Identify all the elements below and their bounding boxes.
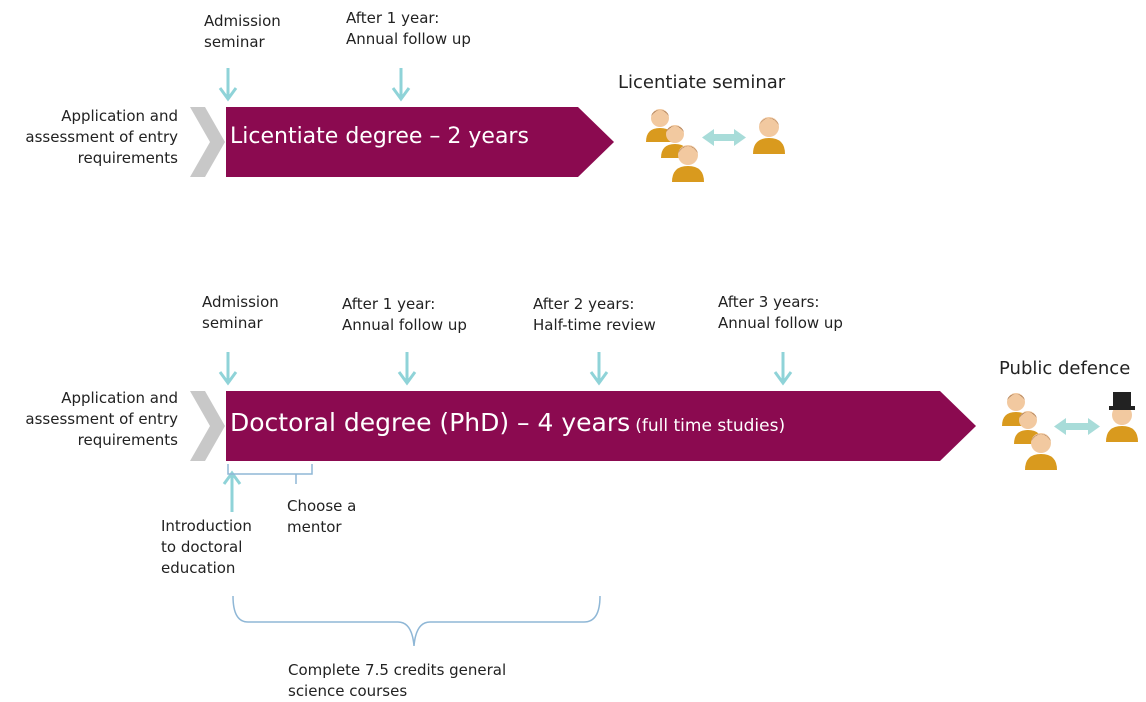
- licentiate-milestone-admission: Admission seminar: [204, 11, 281, 53]
- doctoral-admission-arrow: [218, 352, 238, 386]
- intro-label: Introduction to doctoral education: [161, 516, 252, 579]
- entry-line: assessment of entry: [25, 410, 178, 428]
- courses-bracket: [232, 595, 601, 647]
- doctoral-entry-label: Application and assessment of entry requ…: [0, 388, 178, 451]
- milestone-line: After 3 years:: [718, 293, 820, 311]
- courses-label: Complete 7.5 credits general science cou…: [288, 660, 506, 702]
- doctoral-bar-main: Doctoral degree (PhD) – 4 years: [230, 408, 631, 437]
- doctoral-milestone-admission: Admission seminar: [202, 292, 279, 334]
- doctoral-milestone-year1: After 1 year: Annual follow up: [342, 294, 467, 336]
- licentiate-entry-label: Application and assessment of entry requ…: [0, 106, 178, 169]
- entry-line: requirements: [77, 431, 178, 449]
- intro-line: Introduction: [161, 517, 252, 535]
- mentor-bracket: [227, 464, 313, 484]
- licentiate-entry-triangle: [190, 107, 225, 177]
- milestone-line: After 1 year:: [342, 295, 436, 313]
- mentor-line: Choose a: [287, 497, 357, 515]
- courses-line: Complete 7.5 credits general: [288, 661, 507, 679]
- doctoral-year3-arrow: [773, 352, 793, 386]
- intro-up-arrow: [222, 470, 242, 512]
- doctoral-milestone-year2: After 2 years: Half-time review: [533, 294, 656, 336]
- licentiate-seminar-icon: [646, 109, 785, 182]
- doctoral-degree-bar: [226, 391, 976, 461]
- intro-line: education: [161, 559, 236, 577]
- milestone-line: seminar: [202, 314, 263, 332]
- entry-line: Application and: [61, 107, 178, 125]
- milestone-line: Annual follow up: [718, 314, 843, 332]
- public-defence-double-arrow: [1054, 418, 1100, 435]
- milestone-line: Admission: [204, 12, 281, 30]
- milestone-line: seminar: [204, 33, 265, 51]
- intro-line: to doctoral: [161, 538, 243, 556]
- milestone-line: Half-time review: [533, 316, 656, 334]
- entry-line: requirements: [77, 149, 178, 167]
- licentiate-end-label: Licentiate seminar: [618, 72, 786, 93]
- licentiate-admission-arrow: [218, 68, 238, 102]
- doctoral-milestone-year3: After 3 years: Annual follow up: [718, 292, 843, 334]
- mentor-line: mentor: [287, 518, 342, 536]
- doctoral-year1-arrow: [397, 352, 417, 386]
- milestone-line: After 1 year:: [346, 9, 440, 27]
- doctoral-bar-subtitle: (full time studies): [635, 416, 786, 436]
- public-defence-icon: [1002, 392, 1138, 470]
- licentiate-degree-bar: [226, 107, 614, 177]
- courses-line: science courses: [288, 682, 408, 700]
- doctoral-entry-triangle: [190, 391, 225, 461]
- doctoral-year2-arrow: [589, 352, 609, 386]
- milestone-line: After 2 years:: [533, 295, 635, 313]
- licentiate-double-arrow: [702, 129, 746, 146]
- doctoral-end-label: Public defence: [999, 358, 1131, 379]
- licentiate-bar-title: Licentiate degree – 2 years: [230, 124, 529, 149]
- milestone-line: Annual follow up: [342, 316, 467, 334]
- mentor-label: Choose a mentor: [287, 496, 356, 538]
- entry-line: assessment of entry: [25, 128, 178, 146]
- doctoral-bar-title: Doctoral degree (PhD) – 4 years (full ti…: [230, 408, 785, 437]
- milestone-line: Annual follow up: [346, 30, 471, 48]
- milestone-line: Admission: [202, 293, 279, 311]
- licentiate-milestone-year1: After 1 year: Annual follow up: [346, 8, 471, 50]
- entry-line: Application and: [61, 389, 178, 407]
- licentiate-followup-arrow: [391, 68, 411, 102]
